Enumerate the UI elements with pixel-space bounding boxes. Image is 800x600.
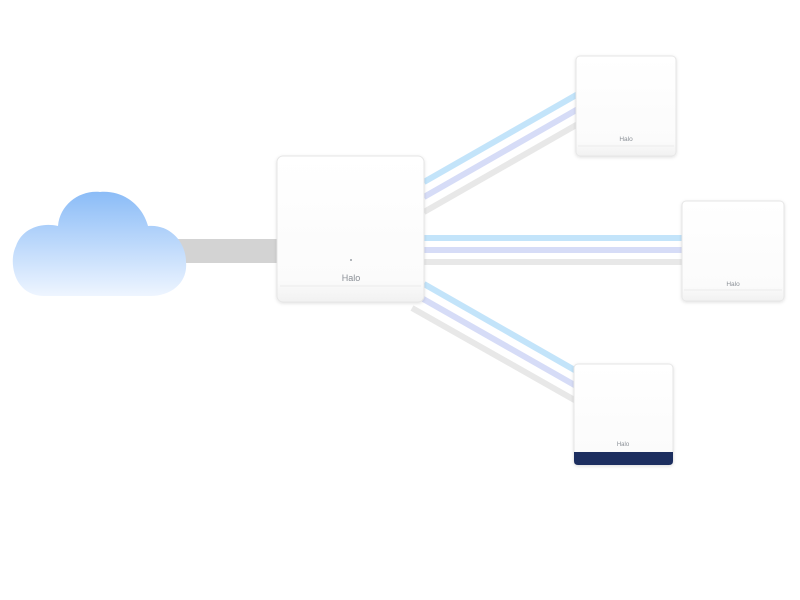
navy-base-band — [574, 452, 673, 465]
satellite-node-bottom — [573, 363, 674, 466]
main-node — [276, 155, 425, 303]
status-led — [350, 259, 352, 261]
satellite-node-top — [575, 55, 677, 157]
satellite-node-middle — [681, 200, 785, 302]
internet-cloud-icon — [12, 191, 187, 296]
wireless-link-top — [422, 91, 580, 215]
wired-link — [170, 239, 282, 263]
satellite-top-label: Halo — [619, 136, 633, 143]
main-node-label: Halo — [342, 273, 361, 283]
satellite-middle-label: Halo — [726, 281, 740, 288]
wireless-link-bottom — [410, 281, 580, 405]
wireless-link-middle — [424, 235, 684, 265]
satellite-bottom-label: Halo — [617, 442, 630, 448]
